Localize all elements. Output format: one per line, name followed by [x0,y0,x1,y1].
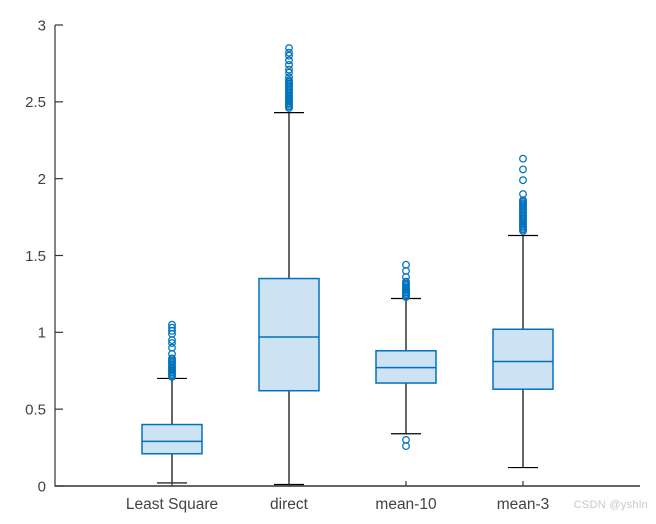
y-tick-label: 0 [38,478,46,495]
x-tick-label: direct [270,496,309,513]
outlier-point [285,48,293,57]
outlier-point [168,343,176,352]
outlier-point [168,323,176,332]
x-tick-label: mean-3 [497,496,550,513]
outlier-point [519,165,527,174]
outlier-point [285,51,293,60]
outlier-point [285,73,293,82]
outlier-point [519,154,527,163]
y-tick-label: 2 [38,171,46,188]
outlier-point [285,61,293,69]
outlier-point [285,65,293,74]
y-tick-label: 3 [38,17,46,34]
iqr-box [375,350,437,384]
iqr-box [141,423,203,455]
outlier-point [285,68,293,77]
outlier-point [168,354,176,363]
watermark: CSDN @yshln [573,499,648,511]
outlier-point [168,339,176,348]
iqr-box [492,328,554,390]
outlier-point [402,277,410,286]
y-tick-label: 1.5 [25,248,46,265]
outlier-point [402,435,410,444]
outlier-point [519,176,527,185]
outlier-point [285,76,293,85]
y-tick-label: 1 [38,325,46,342]
iqr-box [258,277,320,392]
outlier-point [285,56,293,65]
x-tick-label: Least Square [126,496,218,513]
outlier-point [519,190,527,198]
x-tick-label: mean-10 [375,496,437,513]
y-tick-label: 0.5 [25,401,46,418]
y-tick-label: 2.5 [25,94,46,111]
outlier-point [168,320,176,329]
outlier-point [402,260,410,269]
outlier-point [285,44,293,52]
